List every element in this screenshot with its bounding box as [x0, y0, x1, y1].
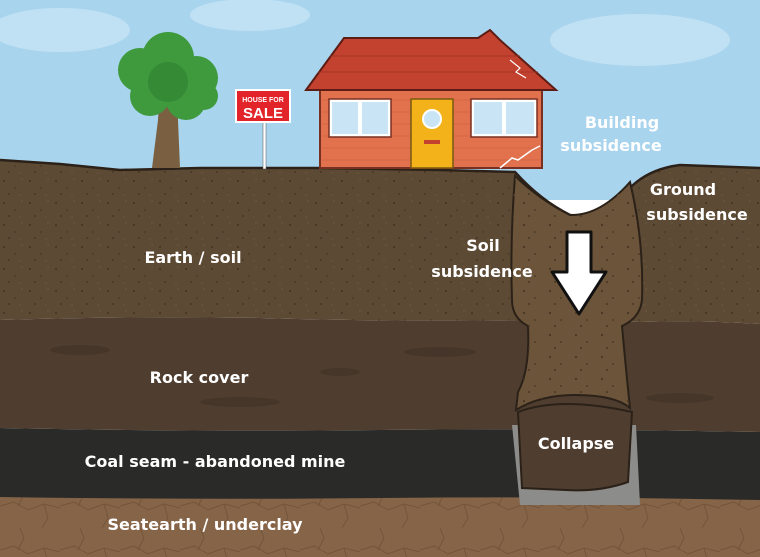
label-building-subsidence-2: subsidence: [560, 136, 662, 155]
label-ground-subsidence-2: subsidence: [646, 205, 748, 224]
label-soil-subsidence-2: subsidence: [431, 262, 533, 281]
label-earth-soil: Earth / soil: [144, 248, 241, 267]
house: [304, 28, 559, 169]
clouds: [0, 0, 730, 122]
label-rock-cover: Rock cover: [150, 368, 249, 387]
sign-line1: HOUSE FOR: [242, 97, 284, 104]
sign-line2: SALE: [243, 105, 283, 122]
label-soil-subsidence-1: Soil: [466, 236, 499, 255]
label-ground-subsidence-1: Ground: [650, 180, 716, 199]
roof-crack: [509, 59, 527, 79]
house-door: [410, 98, 454, 169]
house-window-right: [470, 98, 538, 138]
house-roof: [304, 28, 559, 91]
rock-texture: [50, 345, 714, 407]
collapsed-block: [516, 403, 634, 492]
down-arrow-icon: [550, 230, 608, 316]
label-coal-seam: Coal seam - abandoned mine: [85, 452, 346, 471]
tree-icon: [118, 32, 218, 168]
rock-cover-layer: [0, 317, 760, 432]
wall-crack: [499, 145, 541, 169]
underclay-cracks: [0, 495, 760, 557]
for-sale-sign: HOUSE FOR SALE: [235, 89, 291, 170]
house-window-left: [328, 98, 392, 138]
label-seatearth: Seatearth / underclay: [107, 515, 303, 534]
soil-speckles: [0, 160, 760, 324]
label-collapse: Collapse: [538, 434, 614, 453]
label-building-subsidence-1: Building: [585, 113, 659, 132]
